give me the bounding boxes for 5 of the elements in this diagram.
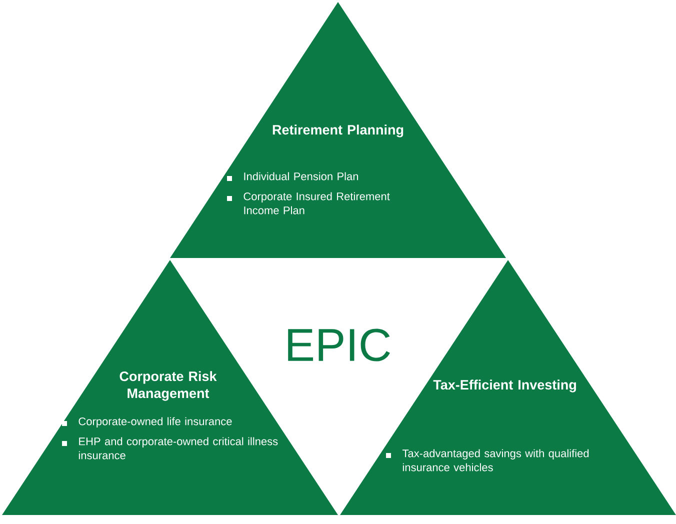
bullet-text: Corporate-owned life insurance — [78, 417, 232, 428]
bullet-text: Tax-advantaged savings with qualified insurance vehicles — [402, 449, 589, 472]
bullet-text: EHP and corporate-owned critical illness insurance — [78, 437, 278, 460]
bullet-text: Corporate Insured Retirement Income Plan — [244, 192, 390, 214]
bullet-text: Individual Pension Plan — [244, 172, 358, 180]
